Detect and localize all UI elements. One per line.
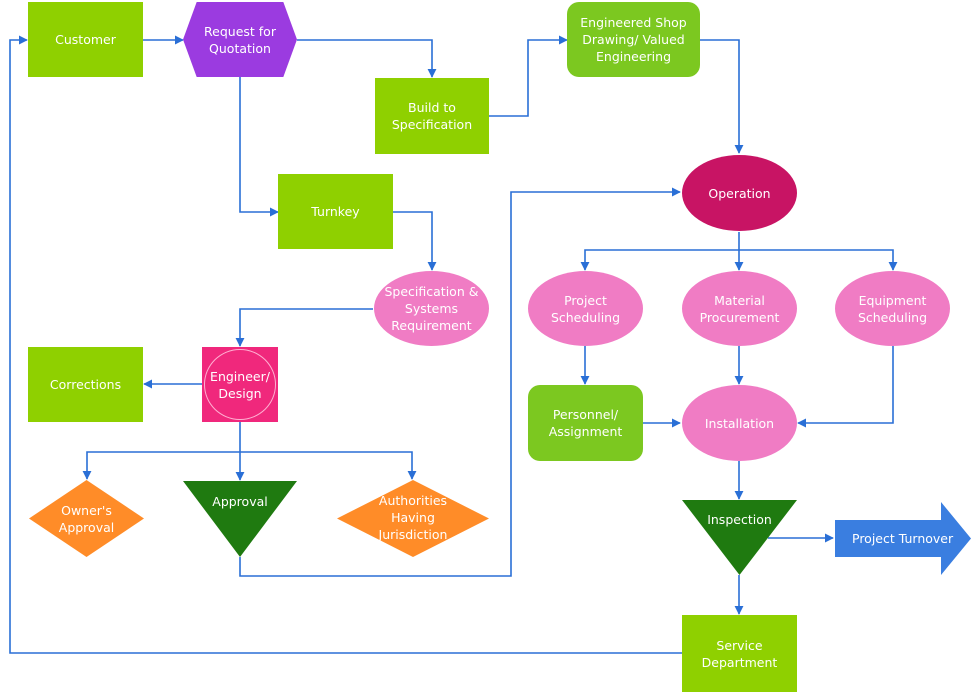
connector-service-customer: [9, 35, 682, 654]
specification-systems-ellipse[interactable]: Specification & Systems Requirement: [374, 271, 489, 346]
equipment-label: Equipment Scheduling: [857, 292, 928, 325]
turnover-arrow-shape: [835, 502, 971, 575]
connector-build-engineered: [489, 35, 568, 117]
connector-operation-project: [580, 249, 739, 271]
operation-ellipse[interactable]: Operation: [682, 155, 797, 231]
corrections-label: Corrections: [49, 377, 122, 392]
owners-approval-diamond[interactable]: Owner's Approval: [29, 480, 144, 557]
installation-ellipse[interactable]: Installation: [682, 385, 797, 461]
spec-label: Specification & Systems Requirement: [384, 284, 479, 333]
equipment-scheduling-ellipse[interactable]: Equipment Scheduling: [835, 271, 950, 346]
approval-label: Approval: [212, 494, 268, 509]
inspection-triangle[interactable]: Inspection: [682, 500, 797, 575]
installation-label: Installation: [704, 415, 775, 431]
connector-branch-owners: [82, 451, 240, 480]
turnkey-label: Turnkey: [311, 204, 360, 219]
service-label: Service Department: [701, 637, 778, 670]
authorities-label: Authorities Having Jurisdiction: [378, 493, 448, 542]
personnel-assignment-box[interactable]: Personnel/ Assignment: [528, 385, 643, 461]
turnkey-box[interactable]: Turnkey: [278, 174, 393, 249]
project-scheduling-ellipse[interactable]: Project Scheduling: [528, 271, 643, 346]
customer-box[interactable]: Customer: [28, 2, 143, 77]
project-turnover-arrow[interactable]: Project Turnover: [835, 502, 971, 575]
project-scheduling-label: Project Scheduling: [550, 292, 621, 325]
inspection-label: Inspection: [707, 512, 772, 527]
connector-equipment-installation: [797, 346, 894, 428]
connector-spec-engineer: [235, 308, 373, 347]
build-to-specification-box[interactable]: Build to Specification: [375, 78, 489, 154]
operation-label: Operation: [708, 185, 771, 201]
material-label: Material Procurement: [699, 292, 780, 325]
authorities-diamond-shape: [337, 480, 489, 557]
engineered-label: Engineered Shop Drawing/ Valued Engineer…: [580, 15, 687, 64]
approval-triangle-shape: [183, 481, 297, 557]
owners-diamond-shape: [29, 480, 144, 557]
connector-branch-authorities: [240, 451, 417, 480]
engineer-design-box[interactable]: Engineer/ Design: [202, 347, 278, 422]
build-label: Build to Specification: [391, 100, 473, 132]
connector-operation-equipment: [739, 249, 898, 271]
material-procurement-ellipse[interactable]: Material Procurement: [682, 271, 797, 346]
connector-rfq-turnkey: [239, 77, 279, 217]
corrections-box[interactable]: Corrections: [28, 347, 143, 422]
service-department-box[interactable]: Service Department: [682, 615, 797, 692]
turnover-label: Project Turnover: [852, 531, 954, 546]
rfq-label: Request for Quotation: [204, 23, 276, 56]
customer-label: Customer: [55, 32, 116, 47]
engineer-inner-circle: [204, 349, 276, 420]
connector-rfq-build: [297, 39, 437, 78]
authorities-diamond[interactable]: Authorities Having Jurisdiction: [337, 480, 489, 557]
inspection-triangle-shape: [682, 500, 797, 575]
connector-turnkey-spec: [393, 211, 437, 271]
approval-triangle[interactable]: Approval: [183, 481, 297, 557]
personnel-label: Personnel/ Assignment: [548, 407, 623, 439]
request-for-quotation-hexagon[interactable]: Request for Quotation: [183, 2, 297, 77]
engineered-shop-drawing-box[interactable]: Engineered Shop Drawing/ Valued Engineer…: [567, 2, 700, 77]
connector-approval-operation: [239, 187, 681, 577]
owners-label: Owner's Approval: [58, 502, 115, 535]
engineer-label: Engineer/ Design: [210, 368, 270, 401]
connector-engineered-operation: [700, 39, 744, 154]
